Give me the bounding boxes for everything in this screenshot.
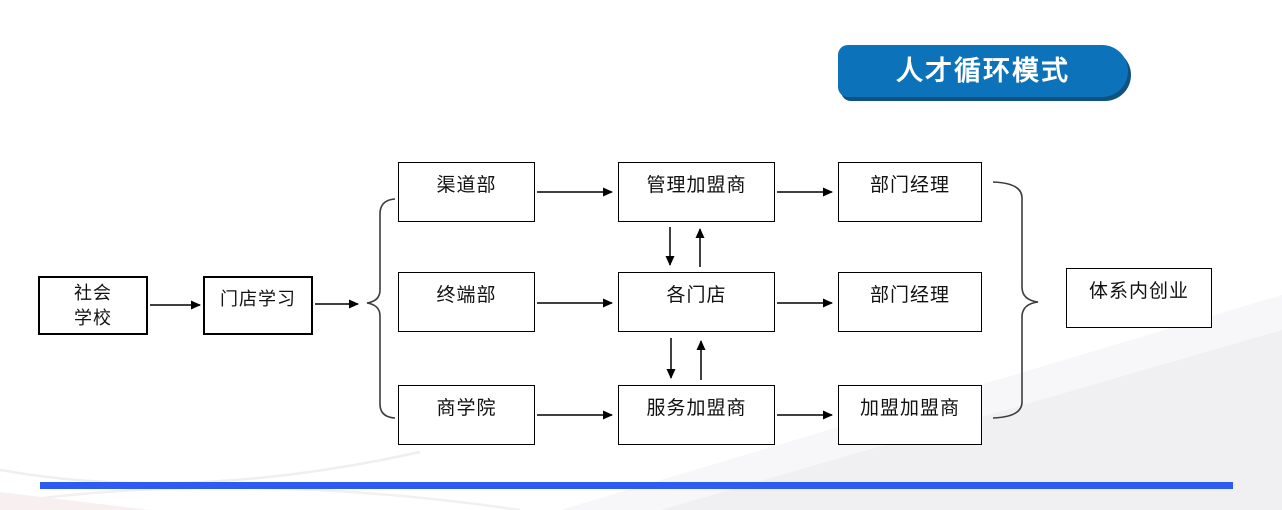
corner-tint [0,492,150,510]
node-store-learning: 门店学习 [203,276,313,335]
left-brace [366,198,396,419]
node-managing-franchisee: 管理加盟商 [618,162,775,222]
bottom-divider [40,482,1233,489]
node-system-startup: 体系内创业 [1066,268,1212,328]
page-title: 人才循环模式 [896,56,1070,86]
node-franchise-franchisee: 加盟加盟商 [838,385,982,445]
swoosh-curve-2 [0,486,521,510]
title-banner: 人才循环模式 [838,45,1128,97]
node-dept-manager-2: 部门经理 [838,272,982,332]
right-brace [992,181,1039,419]
node-terminal-dept: 终端部 [398,272,535,332]
node-stores: 各门店 [618,272,775,332]
node-service-franchisee: 服务加盟商 [618,385,775,445]
node-channel-dept: 渠道部 [398,162,535,222]
node-social-school: 社会 学校 [38,276,148,335]
swoosh-curve-1 [0,450,421,485]
node-business-school: 商学院 [398,385,535,445]
node-dept-manager-1: 部门经理 [838,162,982,222]
